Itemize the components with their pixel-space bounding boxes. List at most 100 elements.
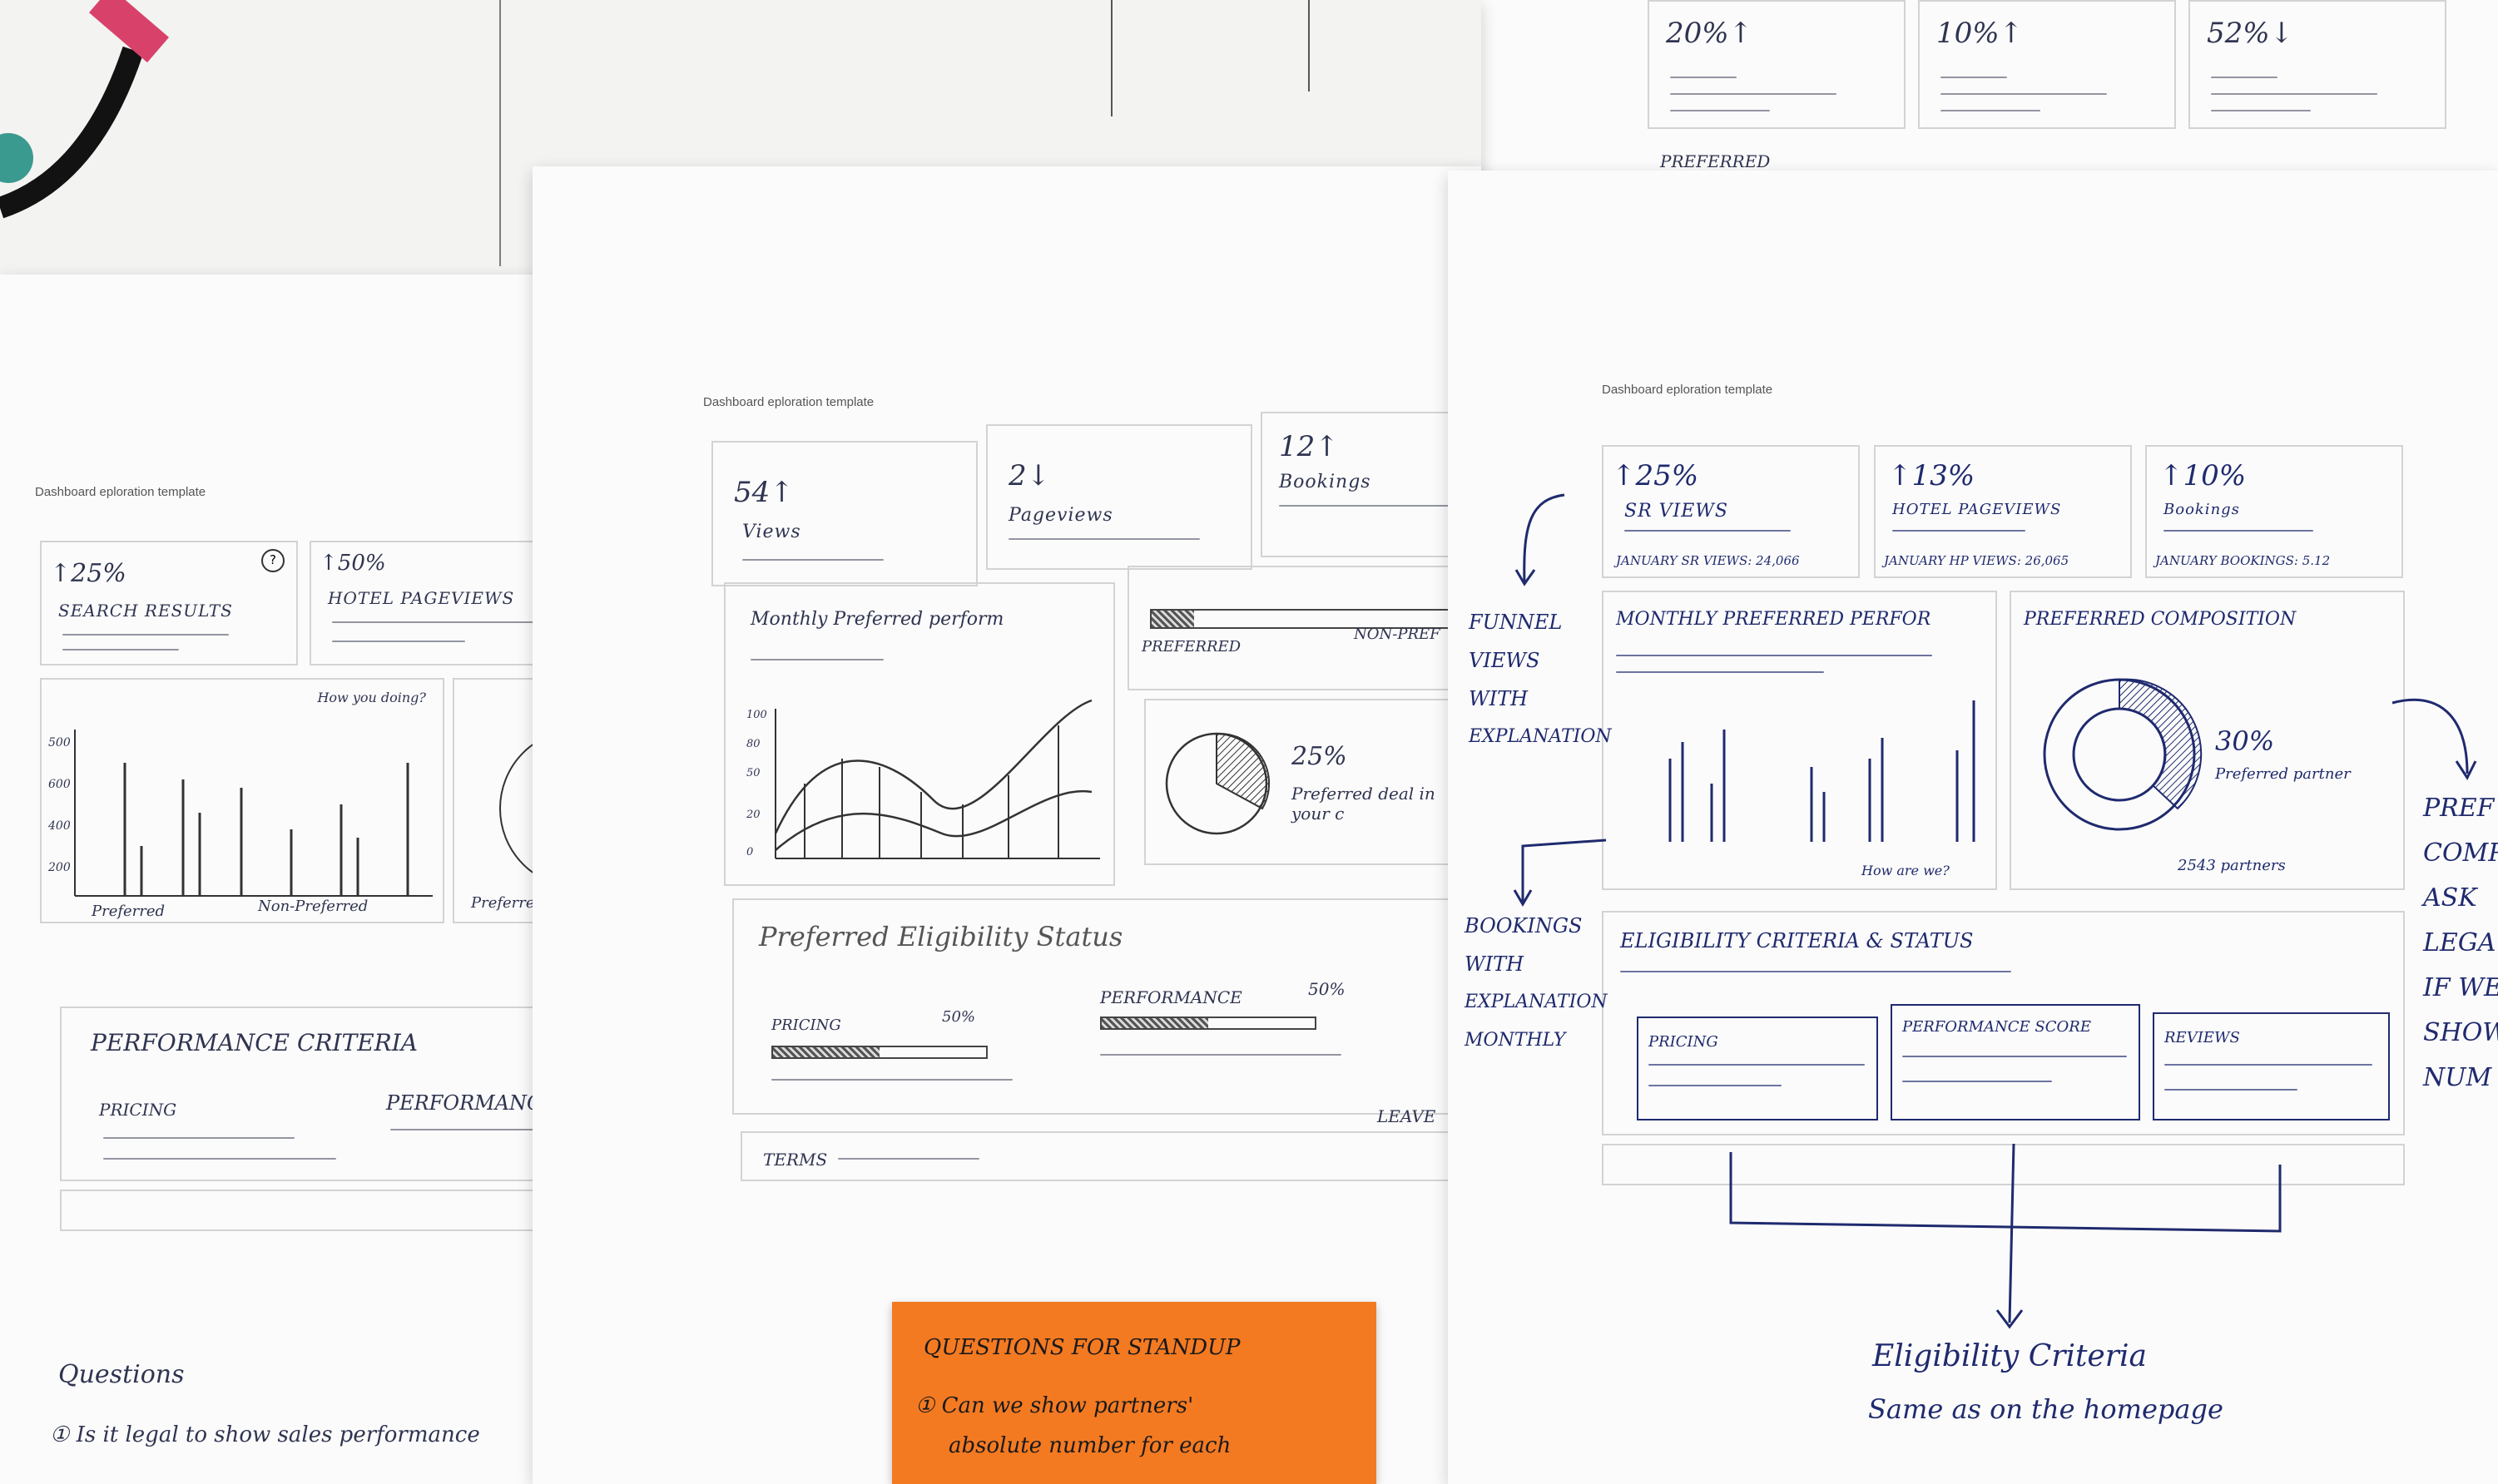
scribble [751, 659, 884, 660]
annotation-line: BOOKINGS [1465, 914, 1583, 937]
scribble [1940, 93, 2107, 95]
scribble [62, 634, 229, 636]
template-label: Dashboard eploration template [1602, 383, 1773, 397]
scribble [1648, 1085, 1782, 1086]
scribble [1940, 77, 2007, 78]
criteria-card: PERFORMANCE CRITERIA PRICING PERFORMANCE [60, 1007, 632, 1181]
fold-line [499, 0, 501, 266]
donut-value: 30% [2215, 725, 2275, 757]
annotation-line: EXPLANATION [1465, 992, 1608, 1012]
legend-preferred: Preferred [92, 903, 166, 920]
elig-progress [771, 1046, 988, 1059]
annotation-arrow [1513, 838, 1607, 907]
sheet-top-strip: 20%↑ 10%↑ 52%↓ PREFERRED [1481, 0, 2498, 175]
kpi-card-hp: ↑13% HOTEL PAGEVIEWS JANUARY HP VIEWS: 2… [1874, 445, 2132, 578]
donut-card: PREFERRED COMPOSITION 30% Preferred part… [2010, 591, 2405, 890]
elig-progress [1100, 1017, 1316, 1030]
scribble [2164, 1064, 2372, 1066]
scribble [1670, 93, 1836, 95]
legend-non-preferred: Non-Preferred [258, 898, 369, 915]
bracket-arrow [1729, 1143, 2282, 1329]
template-label: Dashboard eploration template [703, 395, 875, 409]
scribble [332, 641, 465, 642]
donut-title: PREFERRED COMPOSITION [2024, 609, 2297, 630]
progress-bar [1150, 609, 1481, 629]
kpi-card-sr: ↑25% SR VIEWS JANUARY SR VIEWS: 24,066 [1602, 445, 1860, 578]
scribble [2211, 110, 2311, 111]
sticky-line: absolute number for each [949, 1433, 1232, 1458]
kpi-label: SEARCH RESULTS [58, 601, 233, 621]
annotation-arrow [2391, 698, 2477, 781]
elig-item-label: PERFORMANCE SCORE [1902, 1018, 2091, 1036]
kpi-value: ↑25% [50, 559, 126, 588]
scribble [103, 1158, 336, 1160]
scribble [1648, 1064, 1865, 1066]
annotation-line: IF WE [2423, 973, 2498, 1002]
scribble [1009, 538, 1200, 540]
scribble [1670, 77, 1737, 78]
annotation-funnel: FUNNEL VIEWS WITH EXPLANATION [1469, 603, 1612, 756]
kpi-value: 54↑ [734, 476, 794, 509]
eligibility-title: Preferred Eligibility Status [759, 921, 1123, 952]
kpi-value: ↑10% [2159, 459, 2247, 492]
kpi-value: 20%↑ [1666, 17, 1753, 50]
help-icon[interactable]: ? [261, 549, 285, 572]
scribble [1616, 655, 1932, 656]
bar-chart [74, 730, 433, 897]
kpi-value: ↑50% [320, 551, 386, 576]
annotation-line: LEGA [2423, 928, 2496, 957]
kpi-card-hotel: ↑50% HOTEL PAGEVIEWS [310, 541, 632, 665]
elig-progress-fill [773, 1047, 880, 1057]
annotation-line: MONTHLY [1465, 1030, 1566, 1051]
footer-line1: Eligibility Criteria [1872, 1339, 2147, 1373]
terms-label: TERMS [763, 1150, 828, 1170]
scribble [62, 649, 179, 650]
sticky-line: ① Can we show partners' [915, 1393, 1194, 1418]
annotation-line: EXPLANATION [1469, 726, 1612, 747]
elig-item-label: PRICING [771, 1017, 841, 1034]
y-tick: 80 [746, 738, 761, 750]
slider-line [390, 1129, 582, 1130]
scribble [1902, 1081, 2052, 1082]
scribble [2163, 530, 2313, 532]
footer-line2: Same as on the homepage [1868, 1393, 2223, 1425]
scribble [1100, 1054, 1341, 1056]
slider-line [103, 1137, 295, 1139]
sticky-title: QUESTIONS FOR STANDUP [924, 1335, 1241, 1360]
scribble [1624, 530, 1791, 532]
elig-item-label: REVIEWS [2164, 1029, 2240, 1046]
scribble [332, 621, 548, 623]
chart-card: How you doing? 500 600 400 200 Preferred… [40, 678, 444, 923]
scribble [2211, 93, 2377, 95]
kpi-card-views: 54↑ Views [711, 441, 978, 586]
kpi-value: 12↑ [1279, 430, 1339, 463]
annotation-arrow [1514, 493, 1565, 586]
sticky-note: QUESTIONS FOR STANDUP ① Can we show part… [892, 1302, 1376, 1484]
annotation-line: FUNNEL [1469, 611, 1563, 634]
scribble [1670, 110, 1770, 111]
annotation-right: PREF COMPOS ASK LEGA IF WE SHOW NUM [2423, 786, 2498, 1101]
fold-line [1308, 0, 1310, 92]
cable-decoration [0, 0, 170, 219]
kpi-label: Pageviews [1009, 505, 1113, 526]
scribble [1940, 110, 2040, 111]
kpi-label: HOTEL PAGEVIEWS [1892, 501, 2062, 518]
criteria-title: PERFORMANCE CRITERIA [91, 1029, 419, 1056]
annotation-line: SHOW [2423, 1018, 2498, 1047]
kpi-card: 20%↑ [1648, 0, 1906, 129]
annotation-line: PREF [2423, 794, 2495, 823]
y-tick: 200 [48, 861, 71, 874]
template-label: Dashboard eploration template [35, 485, 206, 499]
y-tick: 100 [746, 709, 767, 721]
scribble [2211, 77, 2277, 78]
pie-legend: Preferred [471, 894, 545, 912]
elig-item-value: 50% [942, 1008, 976, 1026]
terms-card: TERMS [741, 1131, 1481, 1181]
annotation-line: ASK [2423, 883, 2477, 913]
annotation-line: VIEWS [1469, 649, 1540, 672]
pie-text: Preferred deal in your c [1291, 784, 1435, 824]
kpi-card-pageviews: 2↓ Pageviews [986, 424, 1252, 570]
sheet-middle: Dashboard eploration template 54↑ Views … [533, 166, 1481, 1484]
chart-title: Monthly Preferred perform [751, 609, 1004, 630]
y-tick: 400 [48, 819, 71, 833]
